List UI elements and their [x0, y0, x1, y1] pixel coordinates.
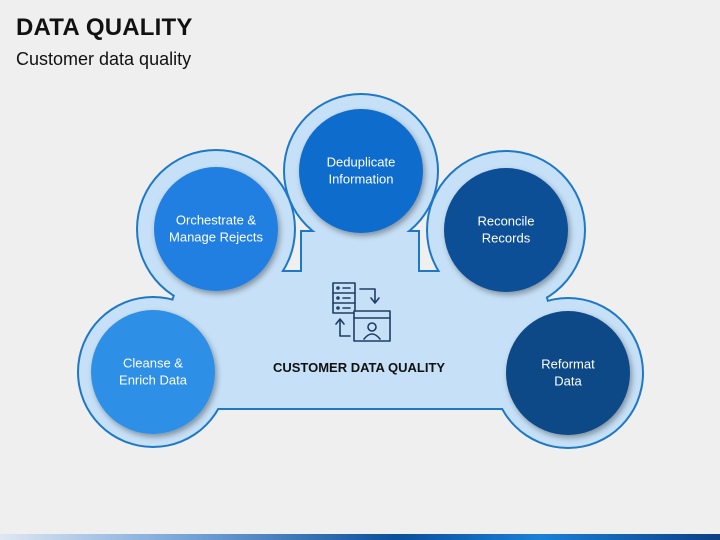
node-label-line: Manage Rejects: [169, 230, 263, 245]
node-circle: [91, 310, 215, 434]
center-label: CUSTOMER DATA QUALITY: [273, 360, 445, 375]
diagram-node-2: Orchestrate & Manage Rejects: [154, 167, 278, 291]
node-label-line: Enrich Data: [119, 373, 188, 388]
node-label-line: Records: [482, 231, 531, 246]
node-circle: [444, 168, 568, 292]
node-label-line: Deduplicate: [327, 155, 396, 170]
node-circle: [506, 311, 630, 435]
node-label-line: Data: [554, 374, 582, 389]
bottom-accent-bar: [0, 534, 720, 540]
node-label-line: Reconcile: [477, 214, 534, 229]
database-user-sync-icon: [332, 282, 391, 342]
page-subtitle: Customer data quality: [16, 49, 192, 69]
node-circle: [154, 167, 278, 291]
node-label-line: Reformat: [541, 357, 595, 372]
node-label-line: Cleanse &: [123, 356, 183, 371]
diagram-node-1: Cleanse & Enrich Data: [91, 310, 215, 434]
node-label-line: Orchestrate &: [176, 213, 257, 228]
node-label-line: Information: [328, 172, 393, 187]
page-title: DATA QUALITY: [16, 14, 193, 41]
node-circle: [299, 109, 423, 233]
